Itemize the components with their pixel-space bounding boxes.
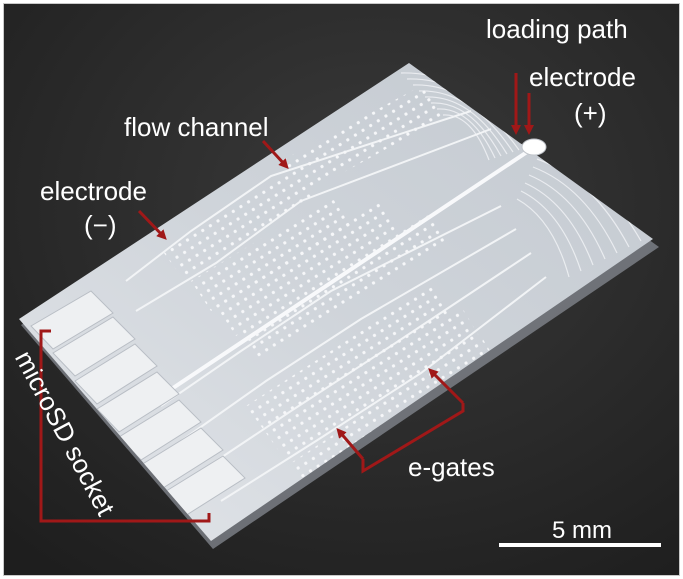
label-electrode-minus-2: (−): [84, 210, 117, 240]
arrow-egate-1: [428, 368, 465, 405]
loading-port: [521, 138, 547, 156]
chip-photo: [4, 4, 679, 575]
egates-bracket: [361, 403, 465, 474]
photo-frame: loading path electrode (+) flow channel …: [3, 3, 680, 576]
label-electrode-plus-2: (+): [574, 98, 607, 128]
label-scale-bar: 5 mm: [552, 517, 612, 544]
label-electrode-minus-1: electrode: [40, 176, 147, 206]
arrow-electrode-minus: [137, 209, 167, 240]
label-electrode-plus-1: electrode: [529, 62, 636, 92]
label-flow-channel: flow channel: [124, 112, 269, 142]
microsd-pads: [30, 290, 246, 517]
label-loading-path: loading path: [486, 14, 628, 44]
label-e-gates: e-gates: [408, 452, 495, 482]
microsd-bracket: [39, 329, 211, 523]
arrow-flow-channel: [261, 139, 289, 169]
arrow-egate-2: [336, 427, 365, 460]
